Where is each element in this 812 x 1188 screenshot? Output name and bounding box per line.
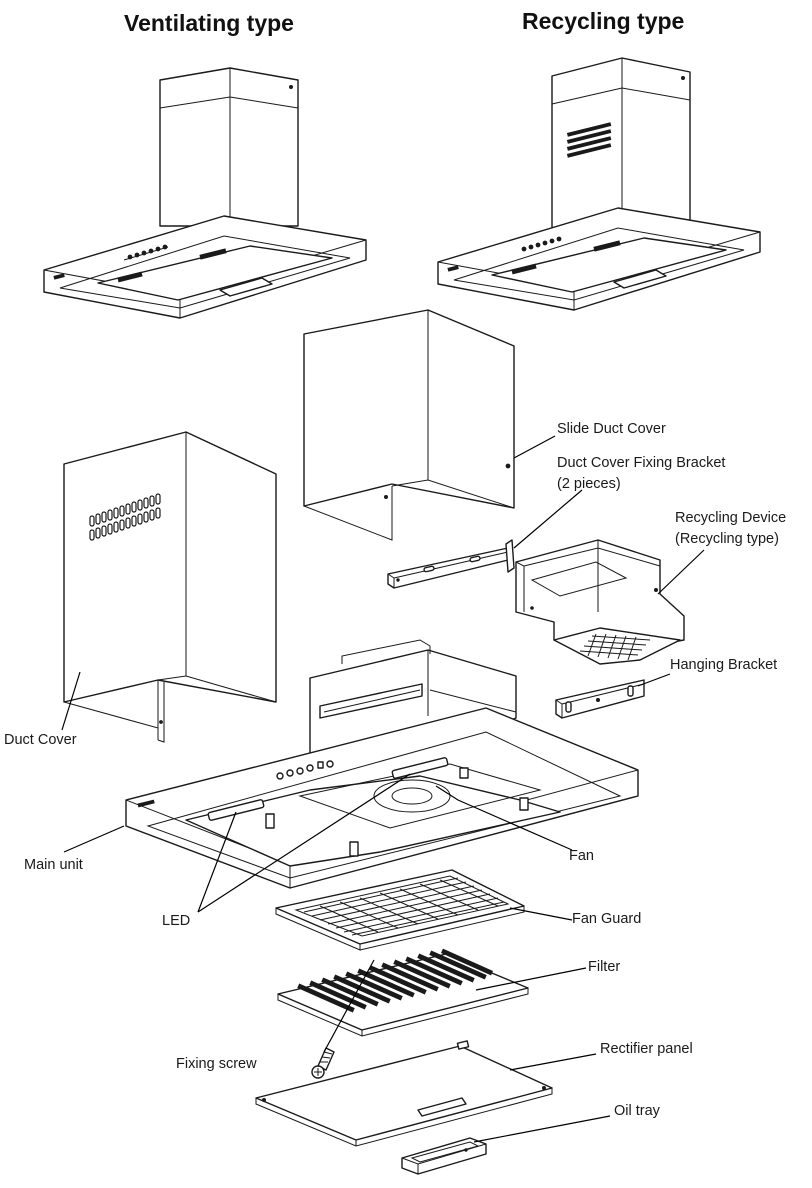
- label-fan: Fan: [569, 848, 594, 864]
- recycling-device-illustration: [515, 539, 685, 665]
- leader-led-1: [197, 811, 237, 913]
- leader-lines: [61, 435, 705, 1143]
- duct-cover-vent-slots: [89, 493, 161, 541]
- leader-fan-guard: [509, 907, 573, 921]
- fixing-screw-illustration: [311, 1047, 335, 1079]
- duct-cover-illustration: [63, 431, 277, 743]
- leader-hanging-bracket: [637, 673, 671, 687]
- leader-duct-cover-fixing-bracket: [513, 489, 583, 549]
- label-duct-cover-fixing-bracket-qty: (2 pieces): [557, 476, 621, 492]
- main-unit-illustration: [125, 639, 639, 889]
- leader-recycling-device: [657, 549, 705, 595]
- leader-rectifier-panel: [509, 1053, 597, 1071]
- leader-main-unit: [63, 825, 125, 853]
- hanging-bracket-illustration: [555, 679, 645, 719]
- recycling-device-grille: [579, 633, 651, 661]
- oil-tray-illustration: [401, 1137, 487, 1175]
- label-oil-tray: Oil tray: [614, 1103, 660, 1119]
- leader-led-2: [197, 773, 411, 913]
- duct-cover-fixing-bracket-illustration: [387, 539, 515, 589]
- control-buttons: [276, 760, 334, 780]
- label-rectifier-panel: Rectifier panel: [600, 1041, 693, 1057]
- label-duct-cover: Duct Cover: [4, 732, 77, 748]
- leader-fixing-screw: [323, 959, 375, 1053]
- label-recycling-device: Recycling Device: [675, 510, 787, 526]
- label-duct-cover-fixing-bracket: Duct Cover Fixing Bracket: [557, 455, 726, 471]
- leader-slide-duct-cover: [513, 435, 556, 459]
- label-filter: Filter: [588, 959, 621, 975]
- label-recycling-device-note: (Recycling type): [675, 531, 779, 547]
- rectifier-panel-illustration: [255, 1040, 553, 1147]
- label-slide-duct-cover: Slide Duct Cover: [557, 421, 666, 437]
- fan-guard-grid: [303, 877, 505, 936]
- ventilating-hood-illustration: [43, 67, 367, 319]
- leader-oil-tray: [473, 1115, 611, 1143]
- filter-illustration: [277, 948, 529, 1037]
- leader-filter: [475, 967, 587, 991]
- chimney-vent-grille: [566, 122, 612, 158]
- label-fan-guard: Fan Guard: [572, 911, 642, 927]
- filter-slots: [297, 948, 494, 1013]
- recycling-hood-illustration: [437, 57, 761, 311]
- fan-guard-illustration: [275, 869, 525, 951]
- ventilating-type-title: Ventilating type: [124, 10, 294, 36]
- label-fixing-screw: Fixing screw: [176, 1056, 257, 1072]
- leader-fan: [435, 785, 573, 851]
- label-main-unit: Main unit: [24, 857, 83, 873]
- slide-duct-cover-illustration: [303, 309, 515, 541]
- label-led: LED: [162, 913, 191, 929]
- recycling-type-title: Recycling type: [522, 8, 685, 34]
- leader-duct-cover: [61, 671, 81, 731]
- label-hanging-bracket: Hanging Bracket: [670, 657, 778, 673]
